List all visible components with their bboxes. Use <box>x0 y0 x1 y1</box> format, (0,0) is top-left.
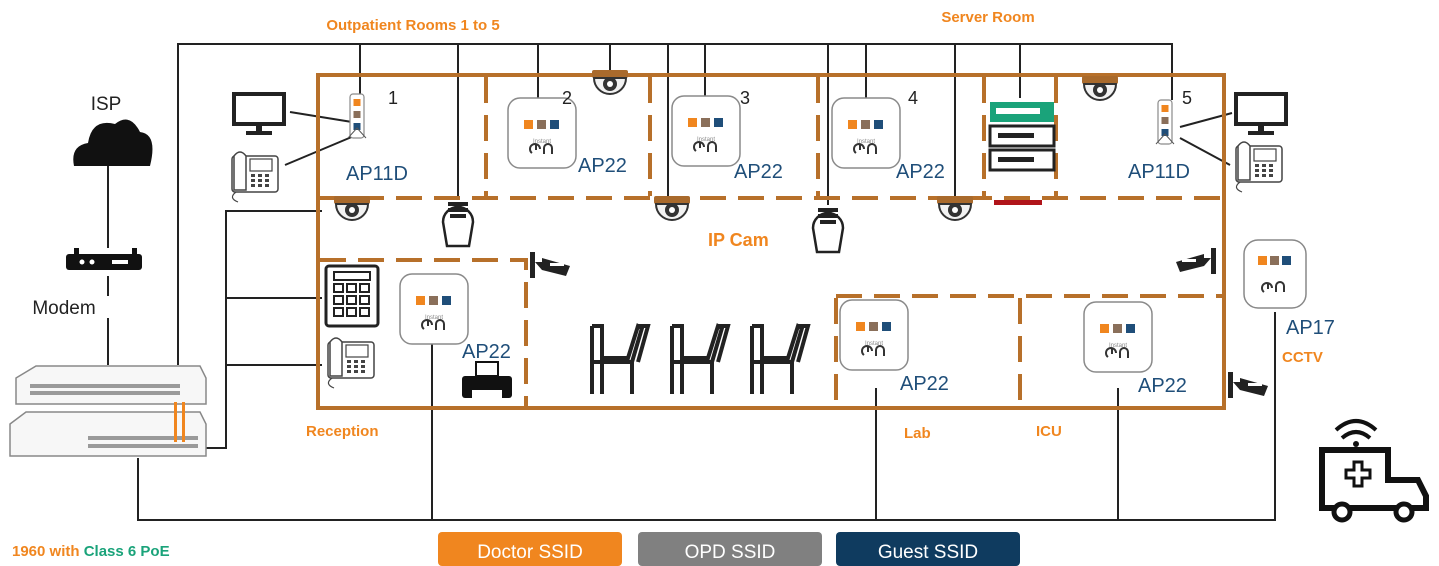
modem-label: Modem <box>32 298 95 319</box>
switch-bottom-icon <box>9 411 207 457</box>
isp-label: ISP <box>91 94 122 115</box>
switch-top-icon <box>15 365 207 405</box>
light-bulb-icon <box>441 200 475 248</box>
lab-label: Lab <box>904 425 931 442</box>
room-number: 4 <box>908 88 918 108</box>
dome-camera-icon <box>591 69 629 95</box>
cctv-label: CCTV <box>1282 349 1323 366</box>
ssid-opd: OPD SSID <box>638 532 822 566</box>
wall-access-point-icon[interactable] <box>347 93 367 139</box>
ap-label: AP22 <box>734 161 783 183</box>
ap-label: AP22 <box>900 373 949 395</box>
ip-cam-label: IP Cam <box>708 230 769 250</box>
room-number: 5 <box>1182 88 1192 108</box>
ssid-label: OPD SSID <box>685 542 776 563</box>
room-number: 2 <box>562 88 572 108</box>
network-cables <box>107 43 1276 521</box>
wall-camera-icon <box>1228 372 1268 398</box>
ambulance-icon <box>1306 408 1432 524</box>
access-point-icon[interactable] <box>399 273 469 345</box>
server-rack-icon <box>988 102 1056 172</box>
printer-icon <box>462 361 512 398</box>
room-number: 1 <box>388 88 398 108</box>
reception-label: Reception <box>306 423 379 440</box>
ap-label: AP11D <box>346 163 408 185</box>
dome-camera-icon <box>1081 75 1119 101</box>
access-point-icon[interactable] <box>1083 301 1153 373</box>
wall-access-point-icon[interactable] <box>1155 99 1175 145</box>
dome-camera-icon <box>333 195 371 221</box>
server-room-label: Server Room <box>941 9 1034 26</box>
access-point-icon[interactable] <box>507 97 577 169</box>
ssid-guest: Guest SSID <box>836 532 1020 566</box>
outpatient-label: Outpatient Rooms 1 to 5 <box>326 17 499 34</box>
keypad-icon <box>324 264 380 328</box>
chair-icon <box>590 324 650 396</box>
monitor-icon <box>232 92 286 137</box>
ssid-doctor: Doctor SSID <box>438 532 622 566</box>
isp-cloud-icon <box>73 119 153 166</box>
ap-label: AP22 <box>462 341 511 363</box>
access-point-icon[interactable] <box>671 95 741 167</box>
wall-camera-icon <box>1176 248 1216 274</box>
wall-camera-icon <box>530 252 570 278</box>
floor-walls <box>316 73 1226 410</box>
desk-phone-icon <box>327 337 375 389</box>
access-point-icon[interactable] <box>839 299 909 371</box>
access-point-icon[interactable] <box>831 97 901 169</box>
desk-phone-icon <box>1235 141 1283 193</box>
ap-label: AP22 <box>578 155 627 177</box>
desk-phone-icon <box>231 151 279 203</box>
light-bulb-icon <box>811 206 845 254</box>
chair-icon <box>750 324 810 396</box>
outdoor-access-point-icon[interactable] <box>1243 239 1307 309</box>
ap-label: AP22 <box>896 161 945 183</box>
dome-camera-icon <box>653 195 691 221</box>
ssid-legend: Doctor SSID OPD SSID Guest SSID <box>438 532 1020 566</box>
ap-label: AP17 <box>1286 317 1335 339</box>
chair-icon <box>670 324 730 396</box>
room-number: 3 <box>740 88 750 108</box>
monitor-icon <box>1234 92 1288 137</box>
dome-camera-icon <box>936 195 974 221</box>
ap-label: AP11D <box>1128 161 1190 183</box>
modem-icon <box>66 248 142 270</box>
ssid-label: Doctor SSID <box>477 542 583 563</box>
ssid-label: Guest SSID <box>878 542 978 563</box>
switch-note: 1960 with Class 6 PoE <box>12 543 170 560</box>
ap-label: AP22 <box>1138 375 1187 397</box>
icu-label: ICU <box>1036 423 1062 440</box>
stack-link-icon <box>174 402 185 442</box>
